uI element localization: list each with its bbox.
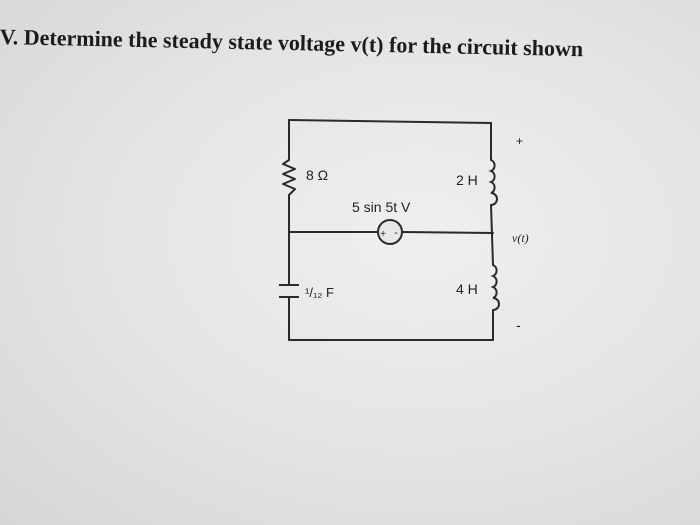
resistor-label: 8 Ω — [306, 167, 328, 183]
top-wire — [288, 119, 492, 124]
output-voltage-label: v(t) — [512, 231, 529, 245]
source-label: 5 sin 5t V — [352, 199, 411, 215]
source-minus-sign: - — [394, 227, 398, 239]
capacitor-label: ¹/₁₂ F — [305, 285, 334, 300]
right-wire-mid — [490, 204, 494, 266]
inductor-top-label: 2 H — [456, 172, 478, 188]
voltage-source-symbol — [377, 219, 403, 245]
capacitor-symbol — [279, 284, 299, 298]
middle-wire-right — [401, 231, 494, 234]
source-plus-sign: + — [380, 229, 386, 240]
resistor-symbol — [282, 159, 296, 196]
inductor-bottom-label: 4 H — [456, 281, 478, 297]
output-minus-sign: - — [516, 317, 521, 333]
output-plus-sign: + — [516, 134, 523, 148]
inductor-bottom-symbol — [490, 264, 500, 311]
inductor-top-symbol — [488, 159, 498, 206]
